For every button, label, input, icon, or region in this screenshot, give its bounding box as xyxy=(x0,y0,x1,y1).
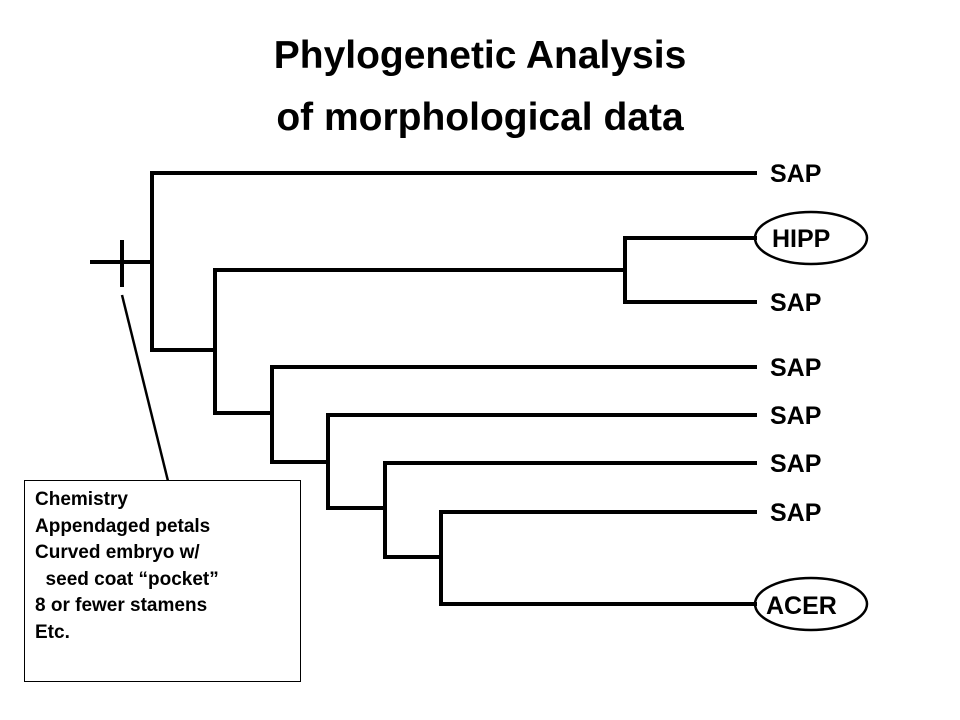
callout-pointer xyxy=(120,294,170,482)
hipp-highlight-oval xyxy=(753,210,869,266)
character-item: Curved embryo w/ xyxy=(35,542,200,563)
taxon-label-sap: SAP xyxy=(770,160,821,188)
taxon-label-hipp: HIPP xyxy=(772,225,830,253)
taxon-label-sap: SAP xyxy=(770,354,821,382)
taxon-label-sap: SAP xyxy=(770,450,821,478)
character-item: Etc. xyxy=(35,621,70,643)
diagram-title-line-2: of morphological data xyxy=(276,96,684,139)
character-item: seed coat “pocket” xyxy=(35,568,219,590)
taxon-label-sap: SAP xyxy=(770,499,821,527)
taxon-label-sap: SAP xyxy=(770,402,821,430)
character-item: Appendaged petals xyxy=(35,515,211,537)
taxon-label-sap: SAP xyxy=(770,289,821,317)
diagram-title-line-1: Phylogenetic Analysis xyxy=(273,34,687,77)
acer-highlight-oval xyxy=(753,576,869,632)
character-list-box: Chemistry Appendaged petals Curved embry… xyxy=(24,480,301,682)
taxon-label-acer: ACER xyxy=(766,592,837,620)
character-item: 8 or fewer stamens xyxy=(35,595,208,616)
character-item: Chemistry xyxy=(35,489,128,510)
